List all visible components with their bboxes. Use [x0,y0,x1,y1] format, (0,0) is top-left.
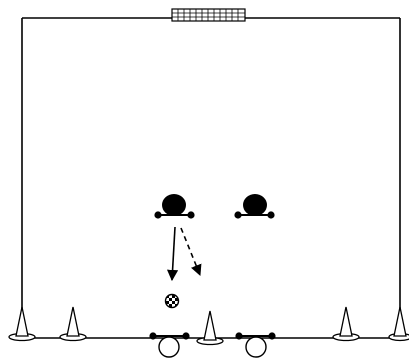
player-defender-icon [154,194,194,219]
soccer-ball-icon [166,295,179,308]
field-boundary [10,18,409,338]
pass-arrow-icon [181,228,200,275]
goal-net-icon [172,9,245,21]
cone-icon [9,307,35,341]
player-attacker-icon [149,332,189,357]
cone-icon [197,311,223,345]
player-attacker-icon [235,332,275,357]
cone-icon [333,307,359,341]
cone-icon [389,307,409,341]
cone-icon [60,307,86,341]
player-defender-icon [234,194,274,219]
run-arrow-icon [172,227,175,280]
